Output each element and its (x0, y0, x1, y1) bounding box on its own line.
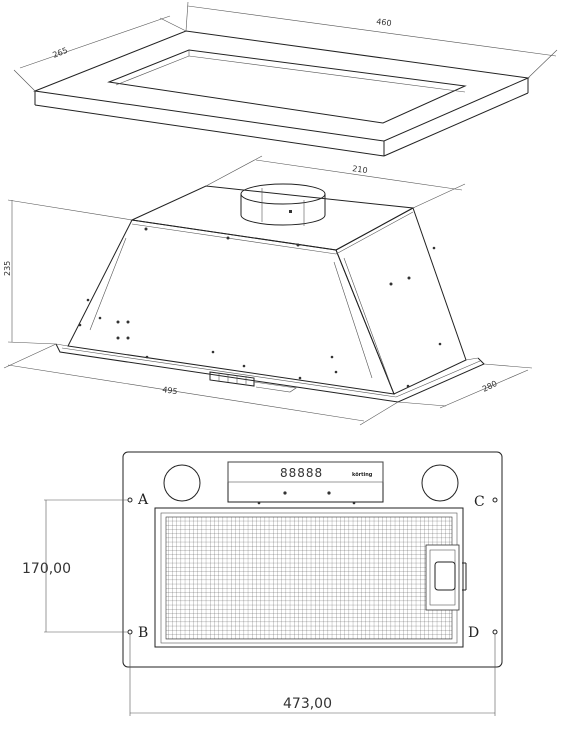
point-a-label: A (137, 492, 149, 508)
control-display: 88888 (280, 466, 323, 480)
front-height-dimension: 170,00 (22, 499, 128, 633)
point-c-label: C (474, 494, 485, 510)
hood-height-dimension: 235 (3, 199, 133, 345)
hood-chimney-dimension: 210 (205, 155, 466, 209)
frame-width-label: 460 (376, 17, 392, 28)
frame-depth-label: 265 (51, 46, 69, 60)
mounting-frame (33, 30, 530, 157)
front-width-dimension: 473,00 (129, 634, 496, 716)
hood-depth-dimension: 280 (397, 363, 533, 409)
grease-filter-mesh (165, 516, 453, 640)
frame-width-dimension: 460 (185, 1, 558, 79)
hood-width-dimension: 495 (3, 343, 399, 426)
front-width-label: 473,00 (283, 696, 332, 712)
point-d-label: D (468, 625, 479, 641)
brand-logo: körting (352, 472, 373, 478)
filter-handle (425, 544, 460, 611)
hood-body (55, 183, 485, 403)
hood-width-label: 495 (162, 385, 178, 396)
front-view-panel (122, 451, 503, 668)
hood-depth-label: 280 (481, 379, 499, 394)
hood-height-label: 235 (3, 261, 12, 276)
frame-depth-dimension: 265 (13, 15, 187, 92)
front-height-label: 170,00 (22, 561, 71, 577)
hood-chimney-label: 210 (352, 164, 368, 175)
point-b-label: B (138, 625, 148, 641)
